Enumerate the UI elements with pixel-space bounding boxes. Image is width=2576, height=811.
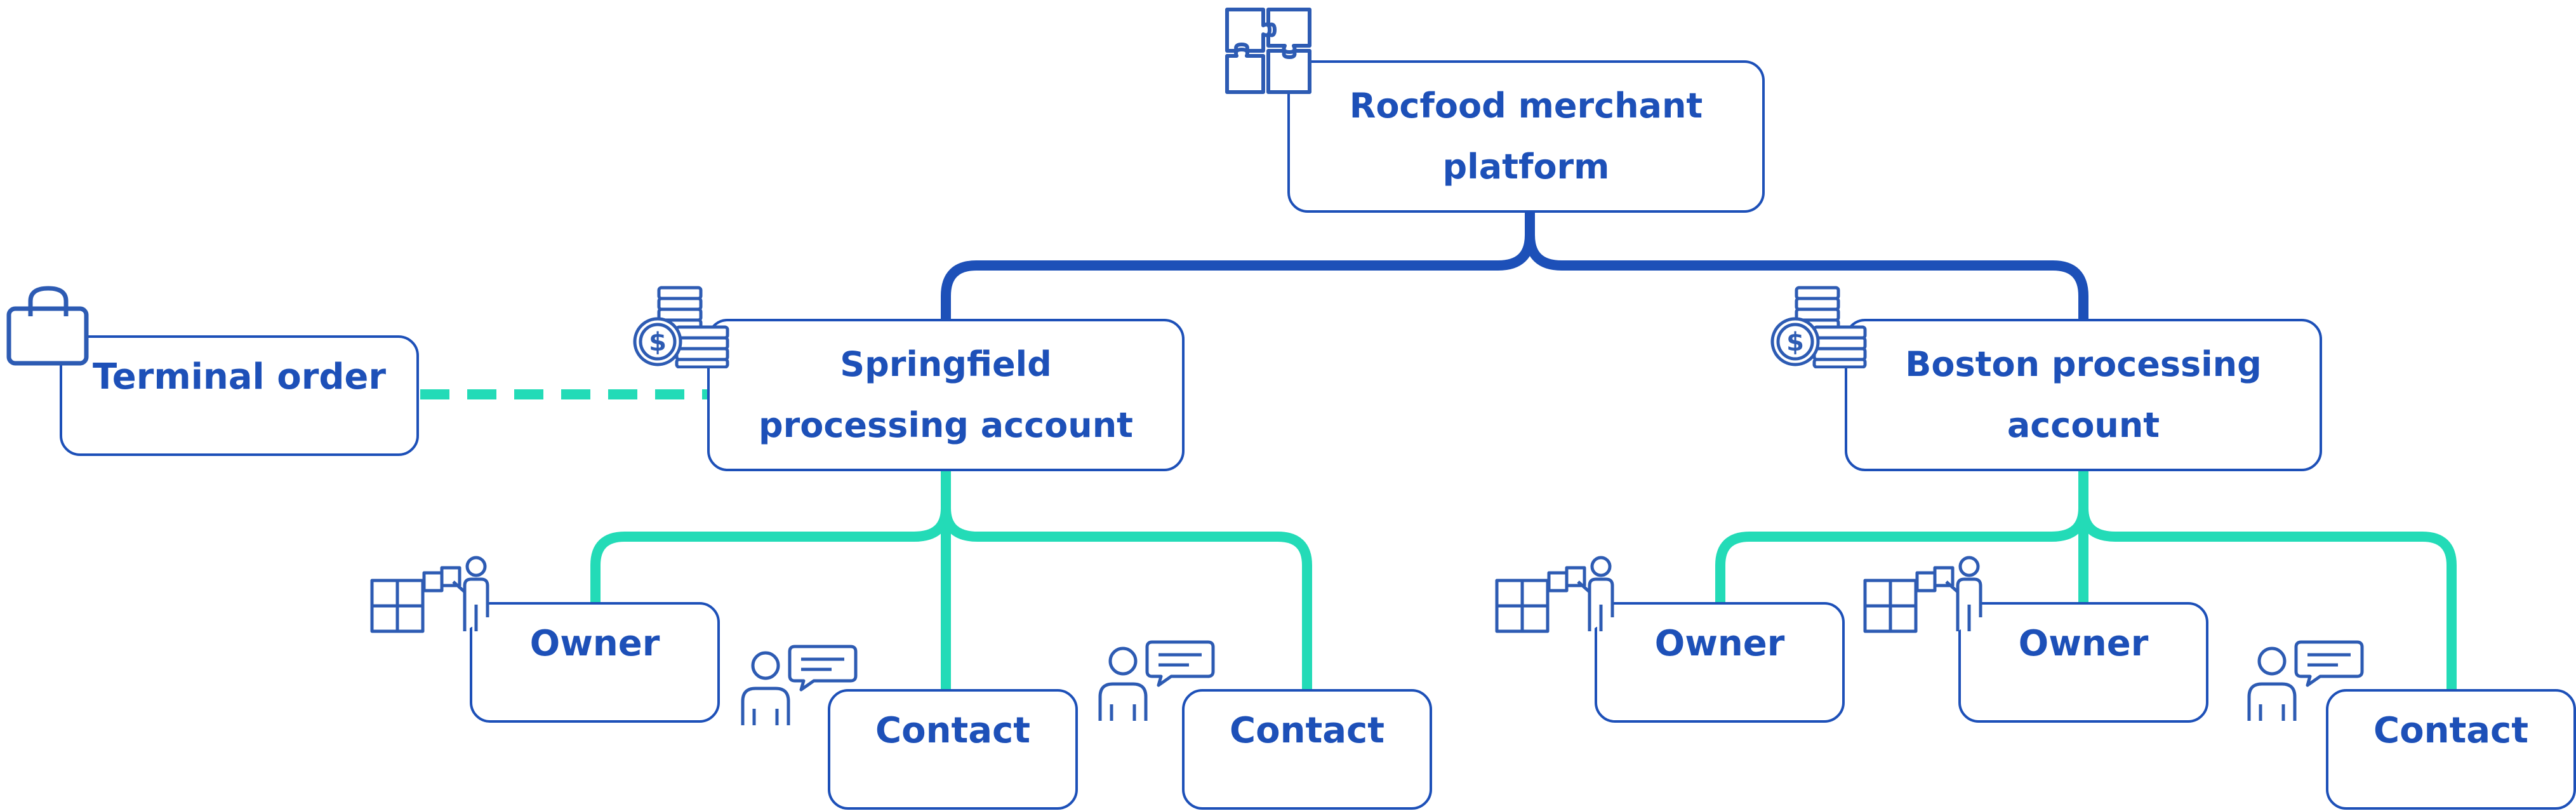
connector-platform-boston [1525,208,2088,326]
boston-contact-node: Contact [2326,689,2576,810]
springfield-contact-1-node: Contact [828,689,1078,810]
springfield-label: Springfield processing account [759,344,1133,445]
boston-owner-1-label: Owner [1654,622,1785,664]
payment-coins-icon: $ [633,286,729,368]
contact-chat-person-icon [2247,640,2364,721]
boston-owner-2-node: Owner [1958,602,2208,723]
springfield-contact-2-label: Contact [1230,709,1384,751]
svg-text:$: $ [1786,328,1804,357]
contact-chat-person-icon [1098,640,1215,721]
connector-platform-springfield [941,208,1535,326]
springfield-contact-2-node: Contact [1182,689,1432,810]
platform-label: Rocfood merchant platform [1349,86,1703,187]
connector-boston-contact [2078,503,2457,694]
boston-owner-1-node: Owner [1595,602,1845,723]
shopping-bag-icon [6,286,89,366]
svg-text:$: $ [649,328,667,357]
owner-puzzle-person-icon [370,556,489,633]
contact-chat-person-icon [741,645,858,725]
springfield-contact-1-label: Contact [875,709,1030,751]
connector-springfield-owner [590,503,951,608]
puzzle-icon [1225,8,1311,94]
boston-contact-label: Contact [2374,709,2528,751]
payment-coins-icon: $ [1770,286,1867,368]
boston-label: Boston processing account [1905,344,2262,445]
owner-puzzle-person-icon [1495,556,1614,633]
connector-springfield-contact-2 [941,503,1312,694]
terminal-order-node: Terminal order [60,335,419,456]
owner-puzzle-person-icon [1863,556,1982,633]
connector-boston-owner-1 [1715,503,2088,608]
platform-node: Rocfood merchant platform [1287,60,1765,213]
boston-node: Boston processing account [1845,319,2322,471]
terminal-order-label: Terminal order [92,356,387,398]
springfield-node: Springfield processing account [707,319,1185,471]
springfield-owner-node: Owner [470,602,720,723]
springfield-owner-label: Owner [529,622,660,664]
boston-owner-2-label: Owner [2018,622,2149,664]
